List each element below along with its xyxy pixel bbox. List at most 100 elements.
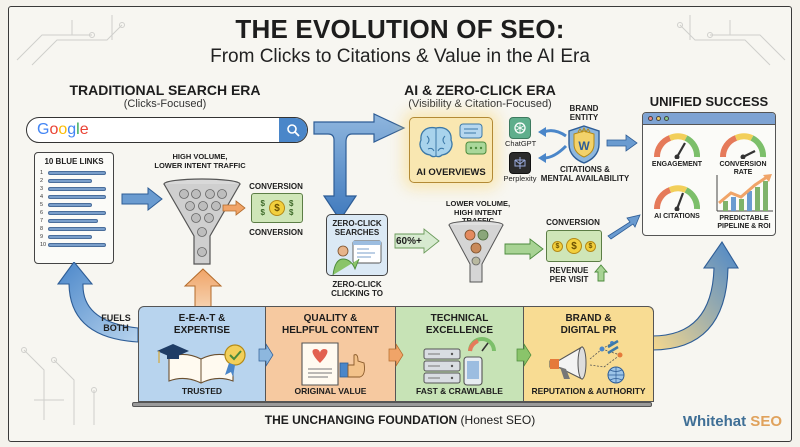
fuels-both-arrow-icon bbox=[56, 262, 139, 343]
arrow-right-icon bbox=[504, 238, 544, 260]
pillar-footer: REPUTATION & AUTHORITY bbox=[531, 386, 646, 396]
search-button[interactable] bbox=[279, 118, 307, 142]
whitehat-seo-logo[interactable]: Whitehat SEO bbox=[682, 413, 782, 430]
search-result-link[interactable]: 8 bbox=[35, 225, 113, 233]
traditional-era-title: TRADITIONAL SEARCH ERA bbox=[69, 82, 261, 98]
google-search-bar[interactable]: Google bbox=[26, 117, 308, 143]
chatgpt-icon bbox=[509, 117, 531, 139]
engagement-label: ENGAGEMENT bbox=[651, 161, 703, 168]
unified-success-title: UNIFIED SUCCESS bbox=[649, 94, 769, 109]
window-dot-icon bbox=[656, 116, 661, 121]
arrow-right-icon bbox=[121, 187, 163, 211]
page-title: THE EVOLUTION OF SEO: bbox=[235, 14, 565, 44]
search-result-link[interactable]: 5 bbox=[35, 201, 113, 209]
growth-chart-icon bbox=[716, 174, 773, 212]
arrow-right-icon bbox=[222, 200, 246, 216]
chatgpt-tool[interactable]: ChatGPT bbox=[505, 117, 537, 148]
zero-click-caption: ZERO-CLICK CLICKING TO bbox=[331, 280, 383, 299]
ten-blue-links-panel: 10 BLUE LINKS 1 2 3 4 5 6 7 8 9 10 bbox=[34, 152, 114, 264]
curved-arrows-icon bbox=[538, 127, 568, 163]
pipeline-roi-label: PREDICTABLE PIPELINE & ROI bbox=[717, 215, 771, 231]
server-icon bbox=[423, 337, 496, 386]
conversion-rate-label: CONVERSION RATE bbox=[719, 161, 767, 177]
arrow-right-icon bbox=[606, 134, 638, 152]
brain-icon bbox=[419, 126, 453, 158]
search-result-link[interactable]: 10 bbox=[35, 241, 113, 249]
pillar-eeat[interactable]: E-E-A-T & EXPERTISE TRUSTED bbox=[138, 306, 266, 402]
pillar-title: TECHNICAL EXCELLENCE bbox=[425, 313, 494, 336]
pillar-brand-pr[interactable]: BRAND & DIGITAL PR REPUTATION & AUTHORIT… bbox=[524, 306, 654, 402]
ten-blue-links-title: 10 BLUE LINKS bbox=[44, 157, 104, 166]
pillar-title: BRAND & DIGITAL PR bbox=[560, 313, 617, 336]
chat-bubbles-icon bbox=[459, 123, 487, 155]
arrow-up-icon bbox=[183, 268, 223, 308]
search-result-link[interactable]: 9 bbox=[35, 233, 113, 241]
perplexity-tool[interactable]: Perplexity bbox=[501, 152, 539, 183]
traditional-funnel-label: HIGH VOLUME, LOWER INTENT TRAFFIC bbox=[154, 152, 246, 170]
pillar-footer: FAST & CRAWLABLE bbox=[416, 386, 503, 396]
arrow-right-icon bbox=[388, 343, 404, 367]
google-logo: Google bbox=[37, 121, 89, 138]
search-result-link[interactable]: 2 bbox=[35, 177, 113, 185]
chatgpt-label: ChatGPT bbox=[505, 139, 537, 148]
brand-shield-icon: W bbox=[568, 125, 600, 164]
search-result-link[interactable]: 1 bbox=[35, 169, 113, 177]
pillar-quality-content[interactable]: QUALITY & HELPFUL CONTENT ORIGINAL VALUE bbox=[266, 306, 396, 402]
arrow-right-icon bbox=[394, 228, 440, 254]
conversion-rate-gauge-icon bbox=[719, 133, 767, 159]
zero-click-stat: 60%+ bbox=[396, 236, 422, 247]
brand-entity-caption: CITATIONS & MENTAL AVAILABILITY bbox=[540, 165, 630, 184]
foundation-shelf bbox=[132, 402, 652, 407]
ai-citations-label: AI CITATIONS bbox=[654, 213, 700, 220]
traffic-funnel-icon bbox=[163, 178, 241, 265]
perplexity-label: Perplexity bbox=[503, 174, 537, 183]
foundation-to-success-arrow-icon bbox=[651, 240, 739, 351]
arrow-right-icon bbox=[516, 343, 532, 367]
high-intent-funnel-icon bbox=[448, 220, 504, 283]
ai-era-title: AI & ZERO-CLICK ERA bbox=[404, 82, 556, 98]
window-dot-icon bbox=[664, 116, 669, 121]
search-result-link[interactable]: 4 bbox=[35, 193, 113, 201]
era-transition-arrow-icon bbox=[313, 113, 406, 222]
conversion-label: CONVERSION bbox=[249, 228, 303, 237]
arrow-right-icon bbox=[258, 343, 274, 367]
foundation-pillars: E-E-A-T & EXPERTISE TRUSTED QUALITY & HE… bbox=[138, 306, 654, 402]
search-result-link[interactable]: 3 bbox=[35, 185, 113, 193]
page-subtitle: From Clicks to Citations & Value in the … bbox=[210, 46, 590, 67]
ai-overviews-card[interactable]: AI OVERVIEWS bbox=[409, 117, 493, 183]
ai-overviews-label: AI OVERVIEWS bbox=[416, 167, 486, 178]
arrow-up-icon bbox=[594, 264, 608, 282]
ai-conversion-label: CONVERSION bbox=[546, 218, 600, 227]
document-heart-icon bbox=[301, 342, 365, 386]
conversion-label: CONVERSION bbox=[249, 182, 303, 191]
traditional-era-subtitle: (Clicks-Focused) bbox=[123, 98, 207, 110]
person-screen-icon bbox=[332, 240, 382, 275]
pillar-footer: ORIGINAL VALUE bbox=[294, 386, 367, 396]
pillar-title: E-E-A-T & EXPERTISE bbox=[173, 313, 231, 336]
pillar-technical[interactable]: TECHNICAL EXCELLENCE FAST & CRAWLABLE bbox=[396, 306, 524, 402]
money-icon: $$ $ $$ bbox=[251, 193, 303, 223]
unified-success-dashboard: ENGAGEMENT CONVERSION RATE AI CITATIONS … bbox=[642, 112, 776, 236]
search-result-link[interactable]: 7 bbox=[35, 217, 113, 225]
zero-click-searches-card[interactable]: ZERO-CLICK SEARCHES bbox=[326, 214, 388, 276]
brand-entity-label: BRAND ENTITY bbox=[569, 104, 599, 123]
arrow-diagonal-icon bbox=[607, 214, 641, 240]
circuit-decoration-icon bbox=[16, 15, 125, 66]
revenue-per-visit-label: REVENUE PER VISIT bbox=[549, 266, 589, 285]
ai-era-subtitle: (Visibility & Citation-Focused) bbox=[408, 98, 552, 110]
window-dot-icon bbox=[648, 116, 653, 121]
circuit-decoration-icon bbox=[21, 347, 97, 425]
ai-citations-gauge-icon bbox=[653, 185, 701, 211]
search-icon bbox=[287, 124, 300, 137]
pillar-footer: TRUSTED bbox=[181, 386, 223, 396]
engagement-gauge-icon bbox=[653, 133, 701, 159]
search-result-link[interactable]: 6 bbox=[35, 209, 113, 217]
fuels-both-label: FUELS BOTH bbox=[101, 313, 131, 334]
pillar-title: QUALITY & HELPFUL CONTENT bbox=[281, 313, 380, 336]
circuit-decoration-icon bbox=[677, 15, 786, 66]
window-titlebar bbox=[643, 113, 775, 125]
perplexity-icon bbox=[509, 152, 531, 174]
foundation-caption: THE UNCHANGING FOUNDATION (Honest SEO) bbox=[264, 413, 536, 427]
zero-click-title: ZERO-CLICK SEARCHES bbox=[332, 219, 382, 238]
svg-text:W: W bbox=[578, 139, 590, 153]
